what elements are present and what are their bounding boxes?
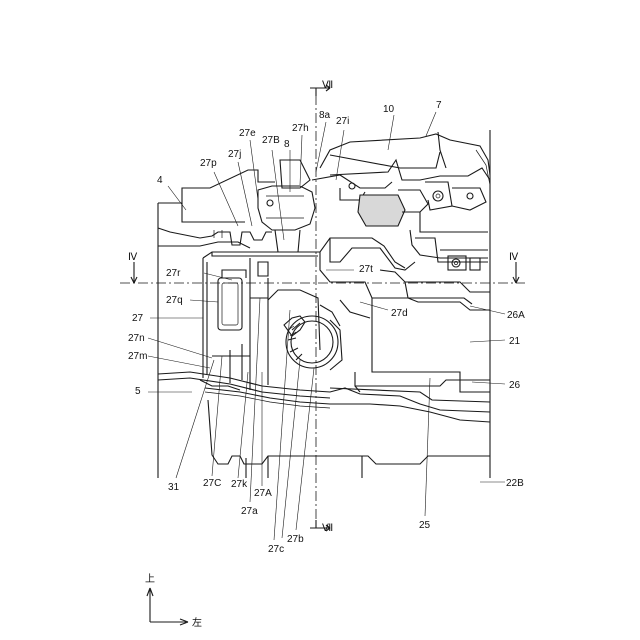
axis-left-label: 左 (192, 616, 202, 629)
label-27t: 27t (359, 264, 373, 275)
section-mark-iv-left: Ⅳ (128, 252, 138, 263)
label-8a: 8a (319, 110, 331, 121)
label-7: 7 (436, 100, 442, 111)
part-7-assembly (312, 175, 488, 258)
section-mark-vii-top: Ⅶ (322, 80, 333, 91)
part-8-mechanism (258, 160, 315, 252)
label-27A: 27A (254, 488, 272, 499)
section-mark-iv-right: Ⅳ (509, 252, 519, 263)
label-27j: 27j (228, 149, 241, 160)
label-21: 21 (509, 336, 521, 347)
label-10: 10 (383, 104, 395, 115)
label-31: 31 (168, 482, 180, 493)
label-27b: 27b (287, 534, 304, 545)
part-10-cover (320, 132, 490, 185)
label-25: 25 (419, 520, 431, 531)
label-27c: 27c (268, 544, 284, 555)
label-22b: 22B (506, 478, 524, 489)
label-27q: 27q (166, 295, 183, 306)
direction-indicator (147, 588, 188, 625)
axis-up-label: 上 (145, 573, 155, 585)
part-22b-casing (208, 400, 490, 478)
label-27e: 27e (239, 128, 256, 139)
label-8: 8 (284, 139, 290, 150)
label-27r: 27r (166, 268, 181, 279)
part-4-housing (158, 170, 275, 248)
label-27C: 27C (203, 478, 221, 489)
label-26a: 26A (507, 310, 525, 321)
label-27B: 27B (262, 135, 280, 146)
label-27i: 27i (336, 116, 349, 127)
label-4: 4 (157, 175, 163, 186)
label-5: 5 (135, 386, 141, 397)
label-27n: 27n (128, 333, 145, 344)
part-27a-boss (284, 305, 342, 370)
section-mark-vii-bottom: Ⅶ (322, 523, 333, 534)
part-21-body (340, 282, 490, 392)
label-26: 26 (509, 380, 521, 391)
label-27h: 27h (292, 123, 309, 134)
label-27a: 27a (241, 506, 258, 517)
label-27k: 27k (231, 479, 248, 490)
label-27: 27 (132, 313, 144, 324)
part-26-plate (330, 372, 490, 402)
label-27m: 27m (128, 351, 147, 362)
label-27d: 27d (391, 308, 408, 319)
label-27p: 27p (200, 158, 217, 169)
